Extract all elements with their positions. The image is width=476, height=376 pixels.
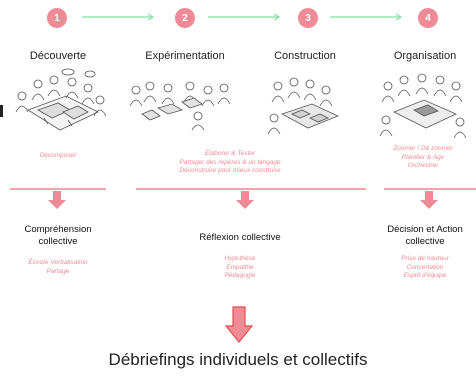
- outcome-comprehension: Compréhension collective: [24, 224, 92, 247]
- phase-title-experimentation: Expérimentation: [145, 50, 225, 62]
- illustration-organisation: [379, 73, 467, 138]
- illustration-experimentation: [129, 81, 231, 130]
- outcome-items-decision: Prise de hauteur Concertation Esprit d'é…: [401, 255, 449, 279]
- step-4-badge: 4: [418, 8, 438, 28]
- outcome-items-comprehension: Écoute Verbalisation Partage: [28, 259, 88, 275]
- divider-left: [10, 188, 106, 190]
- down-arrow-right: [420, 191, 438, 209]
- down-arrow-left: [48, 191, 66, 209]
- final-down-arrow: [224, 306, 254, 343]
- down-arrow-middle: [236, 191, 254, 209]
- step-1-badge: 1: [47, 8, 67, 28]
- step-2-badge: 2: [175, 8, 195, 28]
- divider-right: [384, 188, 476, 190]
- illustration-construction: [268, 77, 340, 135]
- phase-title-construction: Construction: [274, 50, 336, 62]
- outcome-items-reflexion: Hypothèse Empathie Pédagogie: [224, 255, 256, 279]
- final-title: Débriefings individuels et collectifs: [108, 350, 368, 369]
- step-3-badge: 3: [298, 8, 318, 28]
- actions-experimentation: Élaborer & Tester Partager des repères &…: [179, 150, 281, 174]
- phase-title-organisation: Organisation: [393, 50, 457, 62]
- cropped-mark: [0, 105, 3, 117]
- arrow-1-to-2: [82, 13, 155, 21]
- outcome-decision: Décision et Action collective: [387, 224, 463, 247]
- arrow-3-to-4: [330, 13, 403, 21]
- arrow-2-to-3: [208, 13, 281, 21]
- illustration-decouverte: [15, 68, 107, 131]
- phase-title-decouverte: Découverte: [29, 50, 87, 62]
- divider-middle: [136, 188, 366, 190]
- actions-organisation: Zoomer / Dé zoomer Planifier & Agir Orch…: [393, 145, 453, 169]
- actions-decouverte: Décomposer: [39, 152, 77, 159]
- outcome-reflexion: Réflexion collective: [199, 232, 281, 243]
